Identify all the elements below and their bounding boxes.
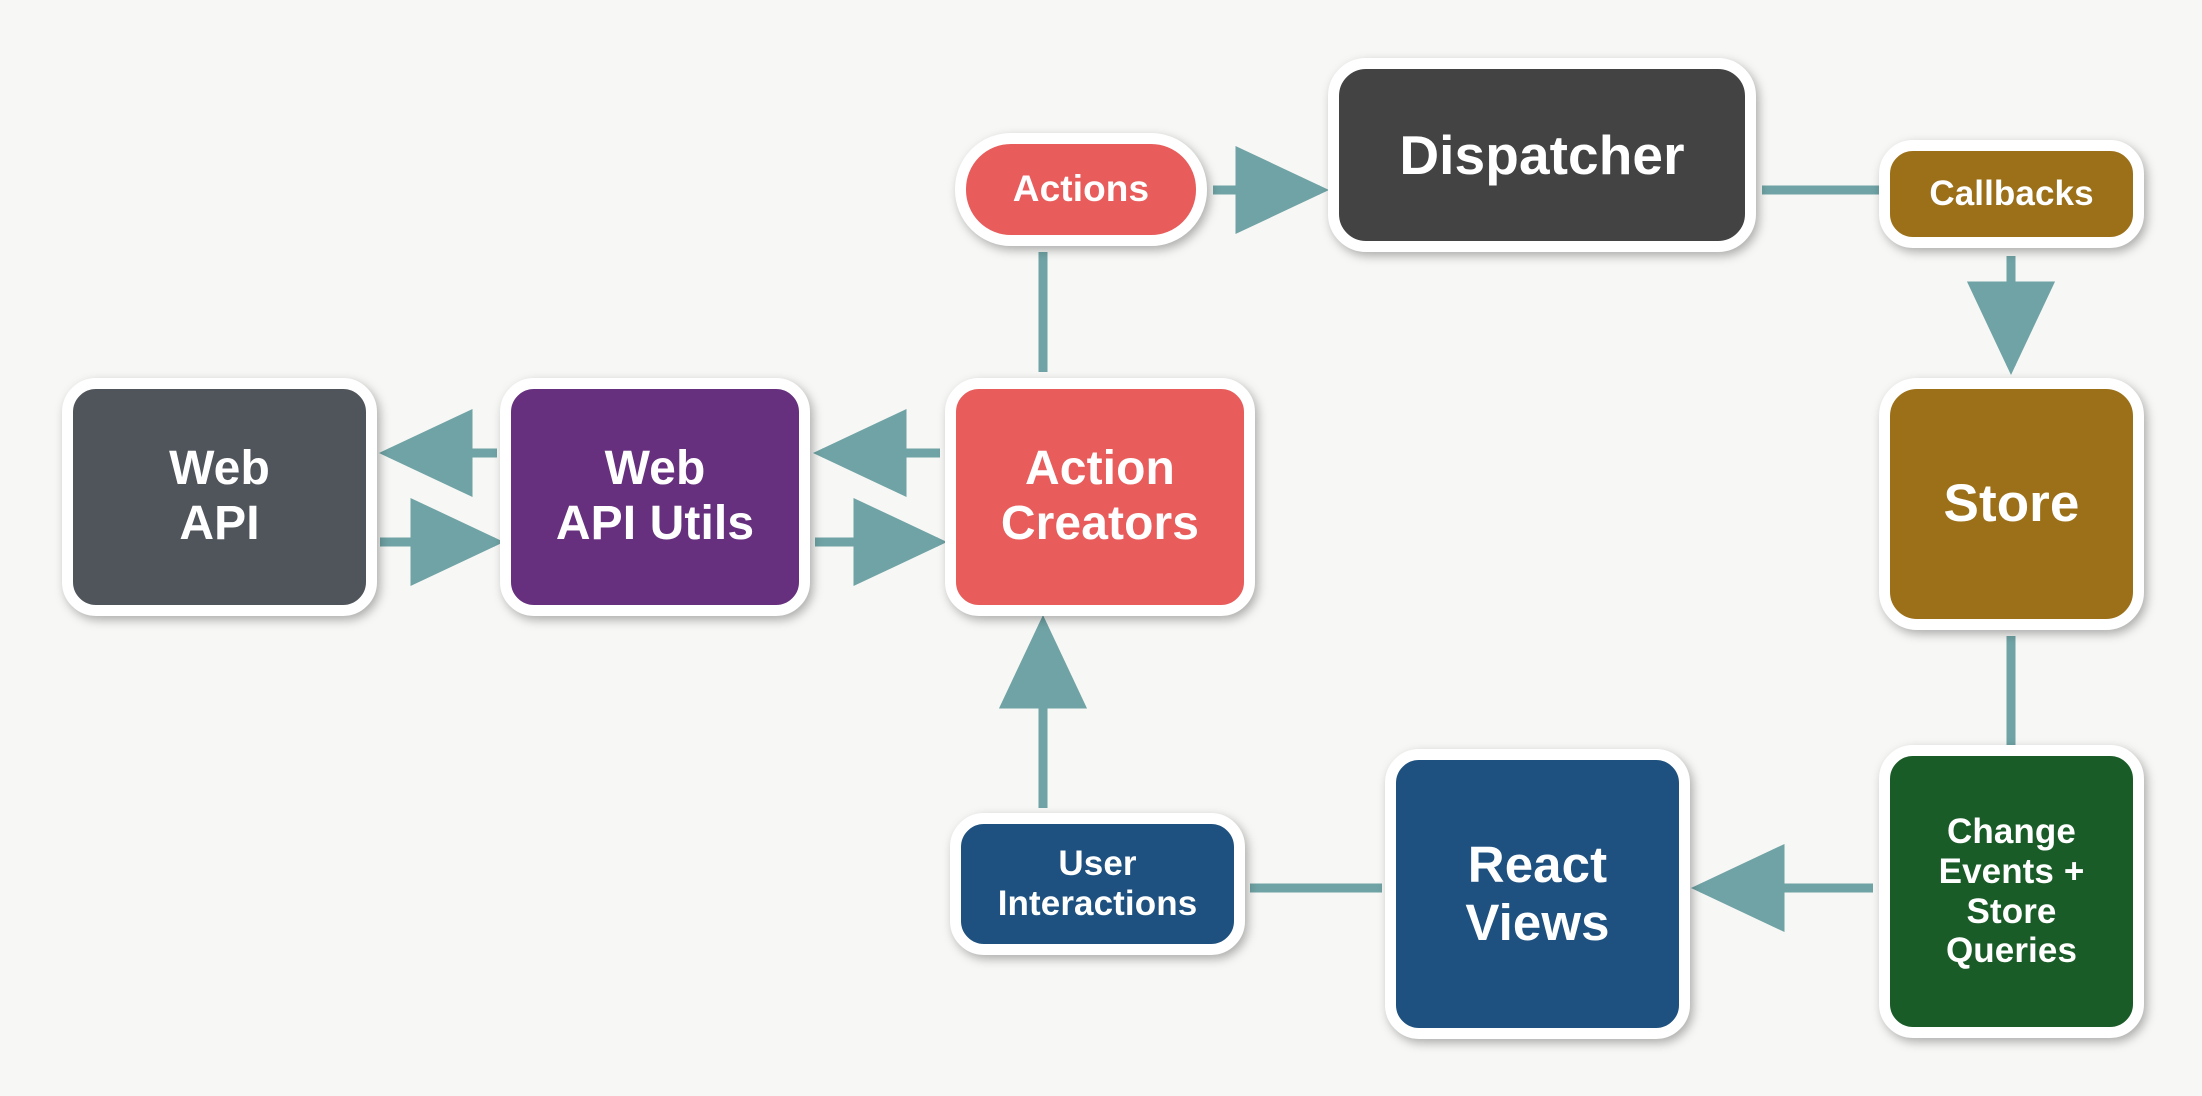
node-dispatcher[interactable]: Dispatcher <box>1328 58 1756 252</box>
node-action-creators[interactable]: Action Creators <box>945 378 1255 616</box>
node-user-interactions[interactable]: User Interactions <box>950 813 1245 955</box>
node-react-views[interactable]: React Views <box>1385 749 1690 1039</box>
node-store[interactable]: Store <box>1879 378 2144 630</box>
node-callbacks[interactable]: Callbacks <box>1879 140 2144 248</box>
node-web-api[interactable]: Web API <box>62 378 377 616</box>
node-change-events-store-queries[interactable]: Change Events + Store Queries <box>1879 745 2144 1038</box>
node-web-api-utils[interactable]: Web API Utils <box>500 378 810 616</box>
node-actions[interactable]: Actions <box>955 133 1207 246</box>
